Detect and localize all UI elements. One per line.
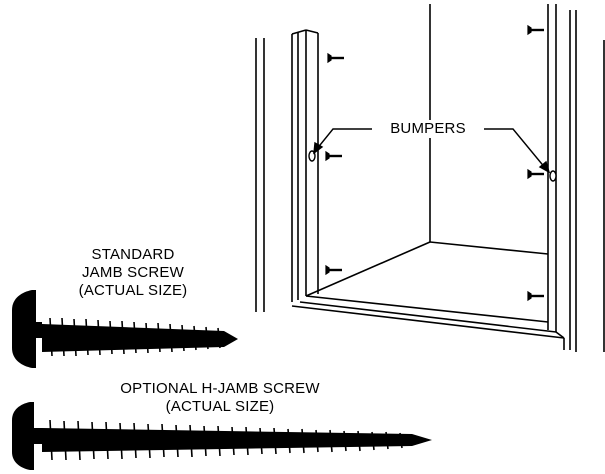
left-jamb-top-cap-2 [305, 29, 319, 34]
screw-mark-icon [325, 150, 342, 162]
right-bumper-icon [549, 170, 557, 182]
left-bumper-arrowhead [313, 141, 324, 155]
floor-back-edge [429, 241, 549, 255]
left-jamb-top-cap [291, 29, 307, 35]
standard-jamb-screw-label: STANDARD JAMB SCREW (ACTUAL SIZE) [62, 246, 204, 300]
wall-screws [325, 24, 544, 302]
floor-left-diagonal [305, 241, 431, 297]
screw-mark-icon [527, 168, 544, 180]
bumpers-label: BUMPERS [372, 120, 484, 138]
threshold-line-2 [299, 301, 557, 333]
threshold-line-1 [305, 295, 549, 323]
optional-h-jamb-screw-label: OPTIONAL H-JAMB SCREW (ACTUAL SIZE) [60, 380, 380, 416]
left-bumper-leader [315, 128, 376, 151]
screw-mark-icon [327, 52, 344, 64]
threshold-line-3 [291, 305, 565, 339]
optional-label-line-2: (ACTUAL SIZE) [165, 398, 275, 415]
right-bumper-leader [478, 128, 547, 170]
standard-label-line-3: (ACTUAL SIZE) [78, 282, 188, 299]
threshold-right-end [555, 331, 565, 339]
optional-h-jamb-screw-icon [12, 402, 432, 470]
standard-jamb-screw-icon [12, 290, 238, 368]
bumpers [308, 128, 557, 182]
screw-mark-icon [527, 24, 544, 36]
optional-label-line-1: OPTIONAL H-JAMB SCREW [120, 380, 320, 397]
screw-mark-icon [527, 290, 544, 302]
screw-mark-icon [325, 264, 342, 276]
standard-label-line-2: JAMB SCREW [81, 264, 184, 281]
right-bumper-arrowhead [538, 160, 551, 174]
standard-label-line-1: STANDARD [91, 246, 175, 263]
